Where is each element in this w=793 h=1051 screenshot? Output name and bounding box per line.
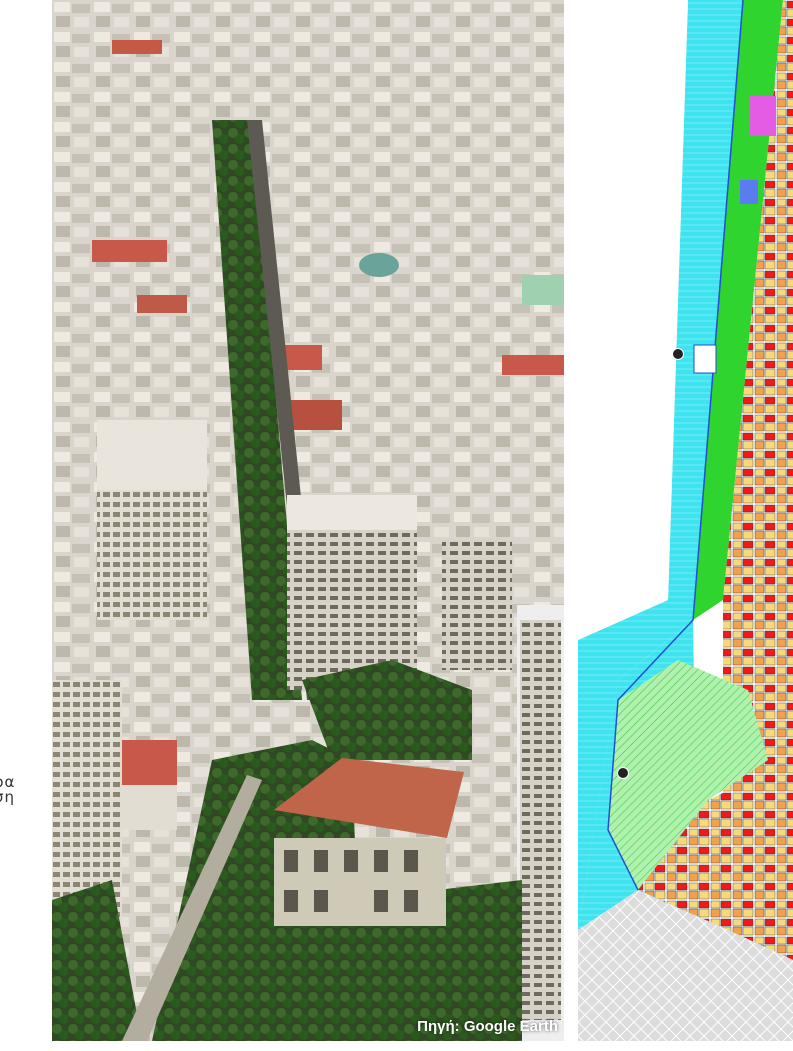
cropped-caption: ρα ση	[0, 775, 52, 805]
zoning-plan-illustration	[578, 0, 793, 1041]
anchor-marker-icon	[672, 348, 684, 360]
caption-line-2: ση	[0, 788, 16, 805]
caption-line-1: ρα	[0, 775, 16, 791]
zoning-plan-map	[578, 0, 793, 1041]
anchor-marker-icon	[617, 767, 629, 779]
source-credit: Πηγή: Google Earth	[417, 1018, 558, 1035]
aerial-photo: Πηγή: Google Earth	[52, 0, 564, 1041]
aerial-photo-illustration	[52, 0, 564, 1041]
